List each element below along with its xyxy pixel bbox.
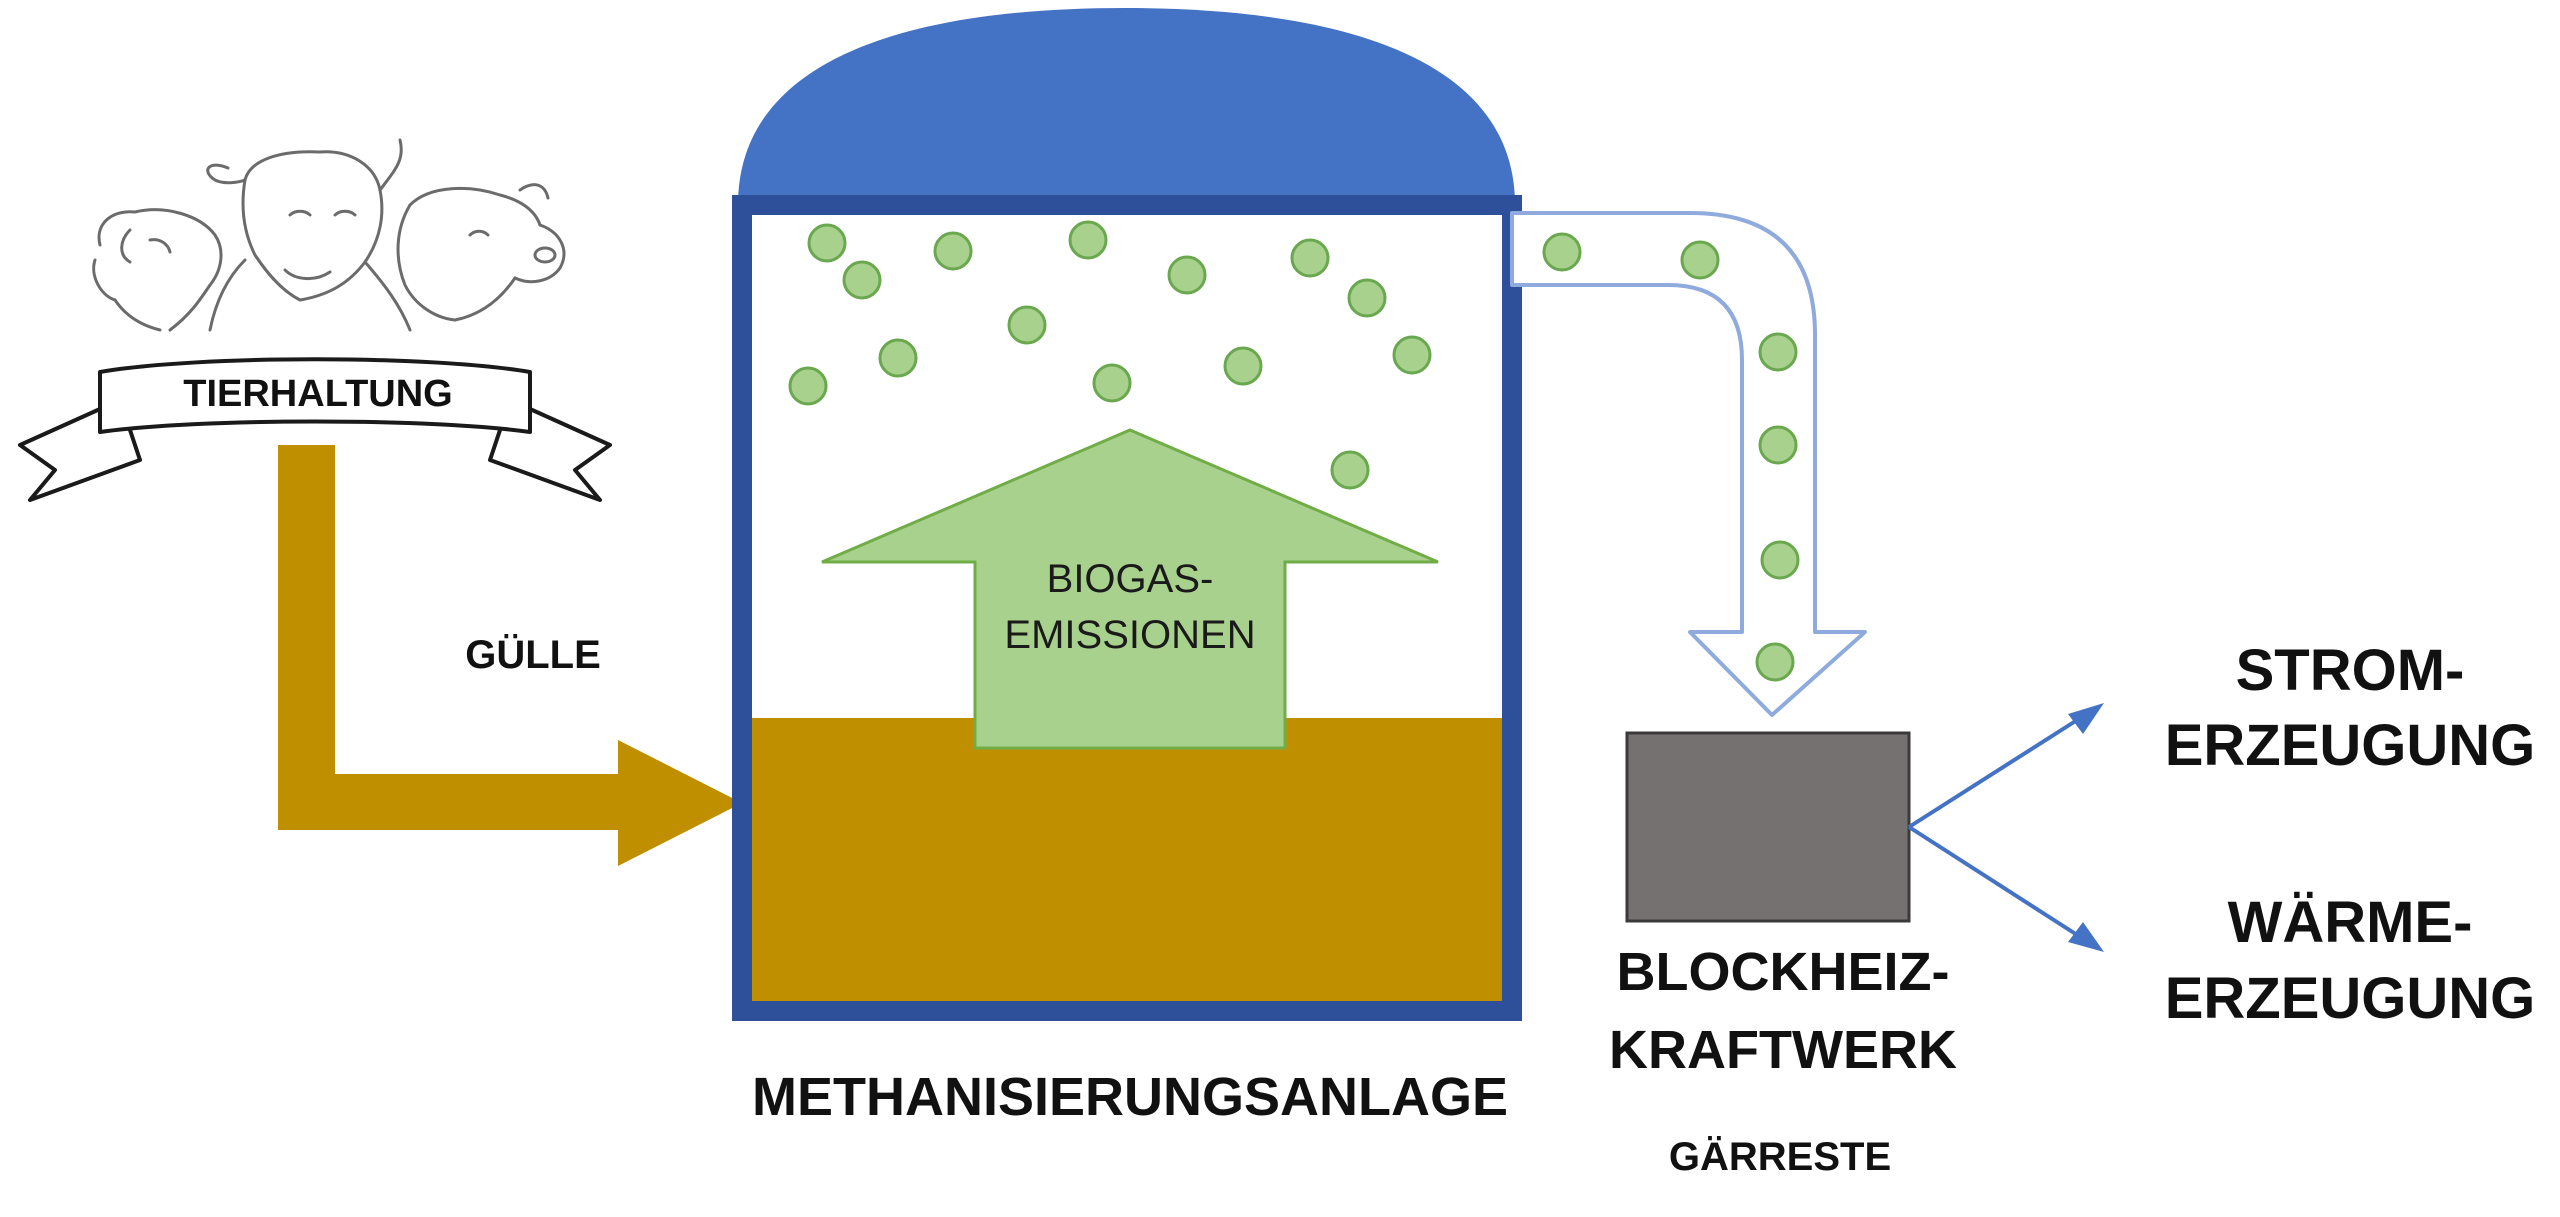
strom-label-line1: STROM- [2236,638,2465,703]
gas-bubble [1542,232,1582,272]
gas-dome [738,8,1515,205]
gas-bubble [1755,642,1795,682]
gas-bubbles [788,220,1432,490]
gas-bubble [1068,220,1108,260]
anlage-label: METHANISIERUNGSANLAGE [752,1067,1508,1127]
waerme-label-line1: WÄRME- [2228,890,2473,955]
gas-bubble [1330,450,1370,490]
gas-bubble [807,223,847,263]
bhkw-label-line2: KRAFTWERK [1609,1020,1957,1080]
tierhaltung-label: TIERHALTUNG [183,373,453,415]
strom-arrowhead [2068,703,2104,734]
strom-label-line2: ERZEUGUNG [2165,713,2536,778]
gas-bubble [1007,305,1047,345]
gas-bubble [1290,238,1330,278]
gas-bubble [1092,363,1132,403]
gas-bubble [1760,540,1800,580]
biogas-label-line1: BIOGAS- [1047,557,1214,601]
waerme-arrowhead [2068,922,2104,952]
bhkw-box [1625,731,1911,923]
gas-bubble [933,231,973,271]
gas-bubble [878,338,918,378]
output-arrows [1907,703,2104,952]
gas-bubble [788,366,828,406]
slurry-flow-arrow [278,445,742,866]
biogas-label-line2: EMISSIONEN [1004,613,1255,657]
gas-bubble [1758,425,1798,465]
gas-bubble [1167,255,1207,295]
gas-bubble [1392,335,1432,375]
gas-bubble [1223,346,1263,386]
gas-pipe-arrow [1510,211,1867,717]
gaerreste-label: GÄRRESTE [1669,1135,1891,1179]
livestock-sketch-icon [92,138,566,332]
waerme-label-line2: ERZEUGUNG [2165,966,2536,1031]
strom-arrow-line [1907,713,2087,829]
gas-bubble [842,260,882,300]
gas-bubble [1758,332,1798,372]
waerme-arrow-line [1907,825,2087,942]
biogas-emission-arrow [821,428,1439,750]
pipe-gas-bubbles [1542,232,1800,682]
slurry-fill [752,718,1502,1001]
gas-bubble [1347,278,1387,318]
guelle-label: GÜLLE [465,632,601,677]
bhkw-label-line1: BLOCKHEIZ- [1617,942,1950,1002]
gas-bubble [1680,240,1720,280]
ribbon-banner-icon [18,357,612,502]
